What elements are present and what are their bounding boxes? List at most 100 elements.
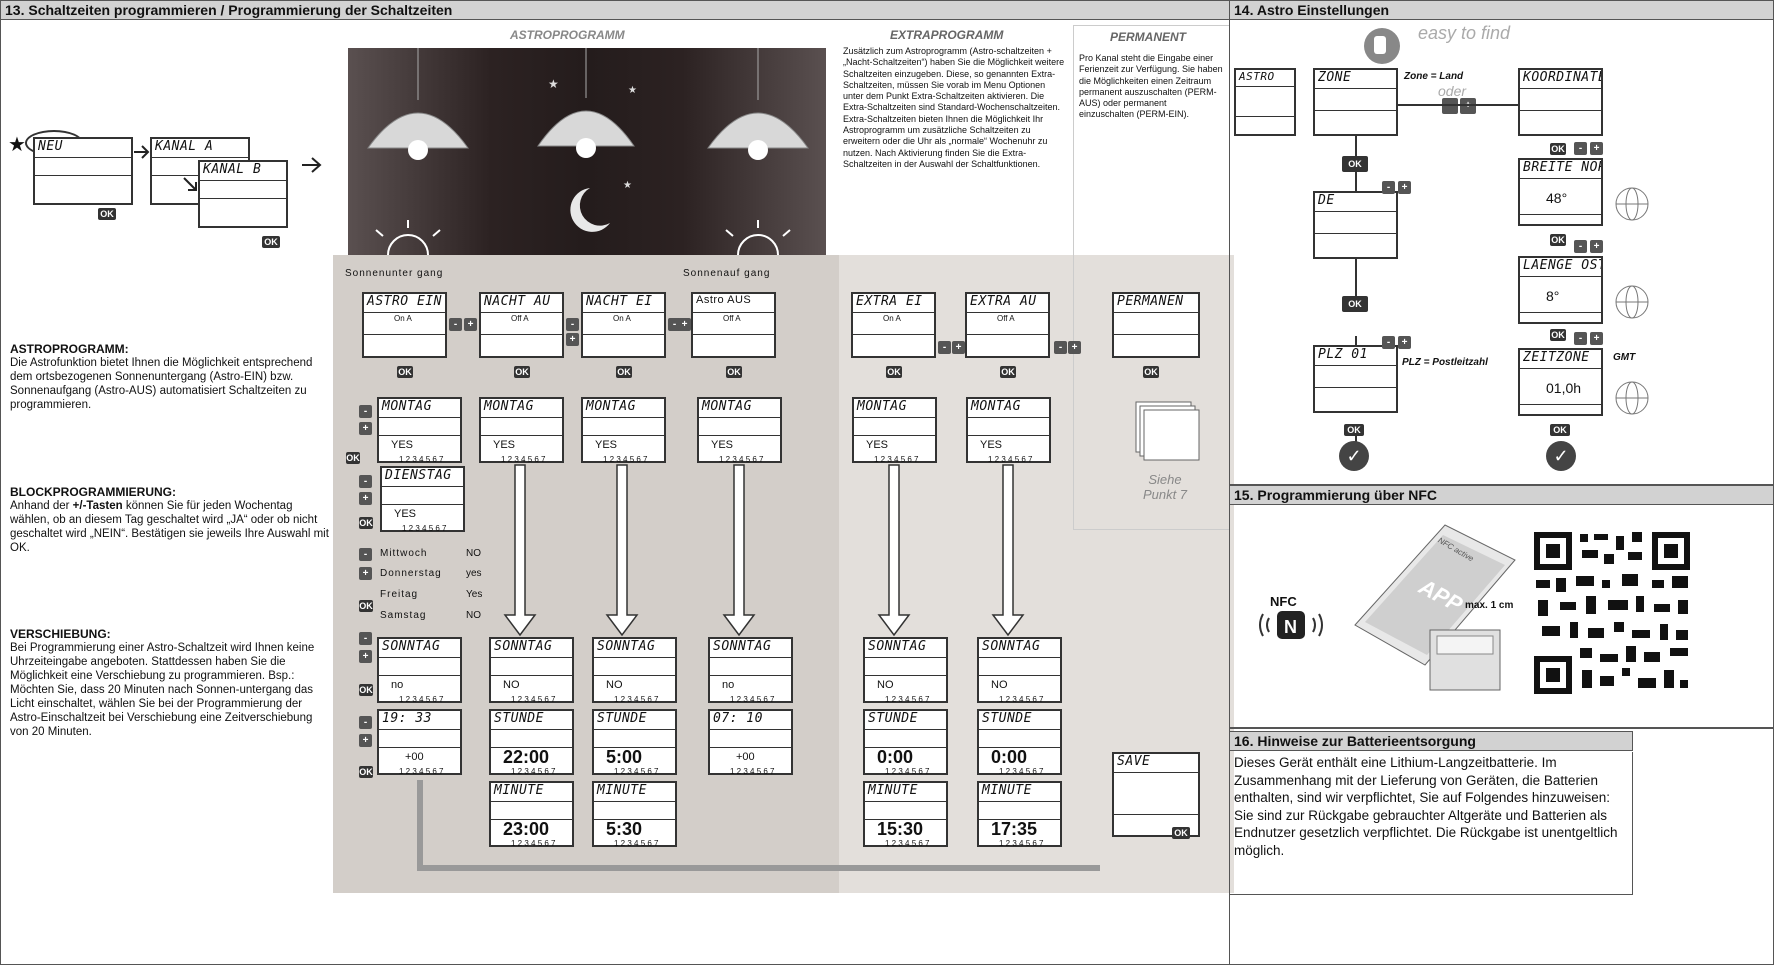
minus-button-breite[interactable]: - bbox=[1574, 240, 1587, 253]
ok-button-de[interactable]: OK bbox=[1342, 296, 1368, 312]
ok-button-shift-1[interactable]: OK bbox=[359, 684, 373, 696]
ok-button-block-3[interactable]: OK bbox=[359, 600, 373, 612]
lcd-extra-aus: EXTRA AU Off A bbox=[965, 292, 1050, 358]
lcd-montag-4: MONTAG YES 1 2 3 4 5 6 7 bbox=[697, 397, 782, 464]
ok-button-kanal[interactable]: OK bbox=[262, 236, 280, 248]
shift-title: VERSCHIEBUNG: bbox=[10, 627, 111, 641]
lcd-laenge: LAENGE OST 8° bbox=[1518, 256, 1603, 324]
plus-button-koord[interactable]: + bbox=[1590, 142, 1603, 155]
zone-line bbox=[1398, 104, 1518, 106]
phone-app-illustration bbox=[1354, 524, 1516, 691]
ok-button-col5[interactable]: OK bbox=[886, 366, 902, 378]
plus-button-2[interactable]: + bbox=[566, 333, 579, 346]
lcd-stunde-3: STUNDE 5:00 1 2 3 4 5 6 7 bbox=[592, 709, 677, 776]
lcd-sonntag-1: SONNTAG no 1 2 3 4 5 6 7 bbox=[377, 637, 462, 704]
minus-button-4[interactable]: - bbox=[938, 341, 951, 354]
ok-button-col3[interactable]: OK bbox=[616, 366, 632, 378]
minus-button-block-1[interactable]: - bbox=[359, 405, 372, 418]
permanent-text: Pro Kanal steht die Eingabe einer Ferien… bbox=[1079, 53, 1223, 120]
day-freitag: Freitag bbox=[380, 589, 419, 600]
plus-button-plz[interactable]: + bbox=[1398, 336, 1411, 349]
ok-button-laenge[interactable]: OK bbox=[1550, 329, 1566, 341]
minus-button-2[interactable]: - bbox=[566, 318, 579, 331]
down-arrow-icons bbox=[417, 464, 1100, 871]
minus-button-1[interactable]: - bbox=[449, 318, 462, 331]
svg-text:★: ★ bbox=[623, 180, 632, 191]
ok-button-zeitzone[interactable]: OK bbox=[1550, 424, 1570, 436]
lcd-sonntag-4: SONNTAG no 1 2 3 4 5 6 7 bbox=[708, 637, 793, 704]
minus-button-block-3[interactable]: - bbox=[359, 548, 372, 561]
ok-button-koord[interactable]: OK bbox=[1550, 143, 1566, 155]
day-mittwoch: Mittwoch bbox=[380, 548, 428, 559]
minus-button-shift-1[interactable]: - bbox=[359, 632, 372, 645]
lcd-stunde-6: STUNDE 0:00 1 2 3 4 5 6 7 bbox=[977, 709, 1062, 776]
plus-button-breite[interactable]: + bbox=[1590, 240, 1603, 253]
plus-button-4[interactable]: + bbox=[952, 341, 965, 354]
day-samstag-val: NO bbox=[466, 610, 481, 621]
extra-program-text: Zusätzlich zum Astroprogramm (Astro-scha… bbox=[843, 46, 1065, 169]
ok-button-zone[interactable]: OK bbox=[1342, 156, 1368, 172]
lcd-astro-ein-title: ASTRO EIN bbox=[367, 294, 442, 309]
lcd-neu-text: NEU bbox=[38, 139, 63, 154]
plus-button-block-3[interactable]: + bbox=[359, 567, 372, 580]
ok-button-shift-2[interactable]: OK bbox=[359, 766, 373, 778]
ok-button-col4[interactable]: OK bbox=[726, 366, 742, 378]
lcd-offset-4: 07: 10 +00 1 2 3 4 5 6 7 bbox=[708, 709, 793, 776]
lcd-kanal-b: KANAL B bbox=[198, 160, 288, 228]
ok-button-breite[interactable]: OK bbox=[1550, 234, 1566, 246]
check-icon-zeitzone: ✓ bbox=[1546, 441, 1576, 471]
lcd-save: SAVE bbox=[1112, 752, 1200, 837]
lcd-extra-ein-title: EXTRA EI bbox=[856, 294, 923, 309]
oder-label: oder bbox=[1438, 83, 1467, 99]
minus-button-shift-2[interactable]: - bbox=[359, 716, 372, 729]
siehe-punkt-7: Siehe Punkt 7 bbox=[1142, 472, 1188, 502]
ok-button-col1[interactable]: OK bbox=[397, 366, 413, 378]
block-title: BLOCKPROGRAMMIERUNG: bbox=[10, 485, 176, 499]
lcd-sonntag-2: SONNTAG NO 1 2 3 4 5 6 7 bbox=[489, 637, 574, 704]
day-donnerstag-val: yes bbox=[466, 568, 482, 579]
plus-button-5[interactable]: + bbox=[1068, 341, 1081, 354]
plus-button-block-1[interactable]: + bbox=[359, 422, 372, 435]
plus-button-de[interactable]: + bbox=[1398, 181, 1411, 194]
ok-button-perm[interactable]: OK bbox=[1143, 366, 1159, 378]
battery-disposal-text: Dieses Gerät enthält eine Lithium-Langze… bbox=[1229, 752, 1633, 895]
ok-button-neu[interactable]: OK bbox=[98, 208, 116, 220]
svg-text:★: ★ bbox=[628, 85, 637, 96]
lcd-astro-aus-title: Astro AUS bbox=[696, 294, 752, 306]
minus-button-de[interactable]: - bbox=[1382, 181, 1395, 194]
lcd-nacht-ein-title: NACHT EI bbox=[586, 294, 653, 309]
plus-button-3[interactable]: + bbox=[678, 318, 691, 331]
svg-text:★: ★ bbox=[548, 77, 559, 91]
ok-button-block-1[interactable]: OK bbox=[346, 452, 360, 464]
lcd-minute-2: MINUTE 23:00 1 2 3 4 5 6 7 bbox=[489, 781, 574, 848]
lcd-extra-ein: EXTRA EI On A bbox=[851, 292, 936, 358]
minus-button-laenge[interactable]: - bbox=[1574, 332, 1587, 345]
plus-button-1[interactable]: + bbox=[464, 318, 477, 331]
lcd-sonntag-5: SONNTAG NO 1 2 3 4 5 6 7 bbox=[863, 637, 948, 704]
ok-button-block-2[interactable]: OK bbox=[359, 517, 373, 529]
ok-button-plz[interactable]: OK bbox=[1344, 424, 1364, 436]
plus-button-block-2[interactable]: + bbox=[359, 492, 372, 505]
minus-button-block-2[interactable]: - bbox=[359, 475, 372, 488]
extra-program-header: EXTRAPROGRAMM bbox=[890, 28, 1004, 42]
lcd-montag-6: MONTAG YES 1 2 3 4 5 6 7 bbox=[966, 397, 1051, 464]
lcd-zone: ZONE bbox=[1313, 68, 1398, 136]
ok-button-save[interactable]: OK bbox=[1172, 827, 1190, 839]
ok-button-col6[interactable]: OK bbox=[1000, 366, 1016, 378]
block-description: BLOCKPROGRAMMIERUNG: Anhand der +/-Taste… bbox=[10, 485, 330, 555]
plus-button-laenge[interactable]: + bbox=[1590, 332, 1603, 345]
shift-body: Bei Programmierung einer Astro-Schaltzei… bbox=[10, 642, 315, 738]
plus-button-shift-1[interactable]: + bbox=[359, 650, 372, 663]
nfc-label: NFC bbox=[1270, 594, 1297, 609]
lamp-graphics: ★ ★ ★ bbox=[367, 48, 809, 255]
lcd-minute-3: MINUTE 5:30 1 2 3 4 5 6 7 bbox=[592, 781, 677, 848]
plus-button-shift-2[interactable]: + bbox=[359, 734, 372, 747]
minus-button-koord[interactable]: - bbox=[1574, 142, 1587, 155]
ok-button-col2[interactable]: OK bbox=[514, 366, 530, 378]
minus-button-5[interactable]: - bbox=[1054, 341, 1067, 354]
minus-button-3[interactable]: - bbox=[668, 318, 681, 331]
lcd-permanent: PERMANEN bbox=[1112, 292, 1200, 358]
lcd-extra-aus-title: EXTRA AU bbox=[970, 294, 1037, 309]
minus-button-plz[interactable]: - bbox=[1382, 336, 1395, 349]
day-mittwoch-val: NO bbox=[466, 548, 481, 559]
